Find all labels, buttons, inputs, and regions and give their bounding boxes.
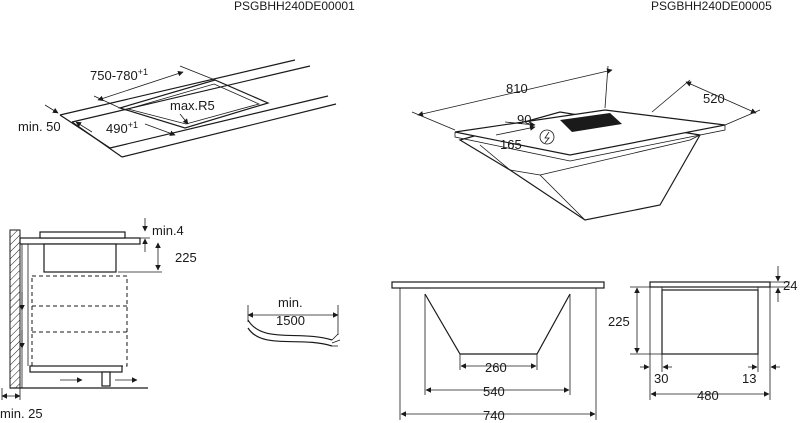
cable-diagram: min. 1500 bbox=[247, 295, 341, 347]
side-wall-gap: min. 25 bbox=[0, 406, 43, 421]
profile-thickness: 24 bbox=[783, 278, 797, 293]
cable-length: 1500 bbox=[276, 313, 305, 328]
side-profile-diagram: 24 225 30 13 480 bbox=[608, 266, 797, 403]
side-depth: 225 bbox=[175, 250, 197, 265]
power-icon bbox=[539, 129, 555, 145]
unit-iso-diagram: 810 520 90 165 bbox=[411, 65, 761, 221]
edge-min: min. 50 bbox=[18, 119, 61, 134]
unit-width: 520 bbox=[703, 91, 725, 106]
profile-width: 480 bbox=[697, 388, 719, 403]
cutout-width: 490+1 bbox=[106, 120, 138, 136]
cable-min: min. bbox=[278, 295, 303, 310]
vent-slot bbox=[560, 113, 622, 132]
unit-length: 810 bbox=[506, 81, 528, 96]
profile-left-offset: 30 bbox=[654, 371, 668, 386]
cable bbox=[247, 319, 333, 341]
code-left: PSGBHH240DE00001 bbox=[234, 0, 355, 13]
code-right: PSGBHH240DE00005 bbox=[651, 0, 772, 13]
cutout-radius: max.R5 bbox=[170, 98, 215, 113]
front-view-diagram: 260 540 740 bbox=[391, 281, 605, 423]
profile-right-offset: 13 bbox=[742, 371, 756, 386]
profile-depth: 225 bbox=[608, 314, 630, 329]
cutout-length: 750-780+1 bbox=[90, 67, 148, 83]
side-top-gap: min.4 bbox=[152, 223, 184, 238]
unit-angle: 90 bbox=[517, 112, 531, 127]
side-section-diagram: min.4 225 min. 25 bbox=[0, 218, 197, 421]
cutout-diagram: 750-780+1 490+1 max.R5 min. 50 bbox=[18, 59, 337, 158]
front-middle: 540 bbox=[483, 384, 505, 399]
front-outer: 740 bbox=[483, 408, 505, 423]
front-inner: 260 bbox=[485, 360, 507, 375]
unit-offset: 165 bbox=[500, 137, 522, 152]
